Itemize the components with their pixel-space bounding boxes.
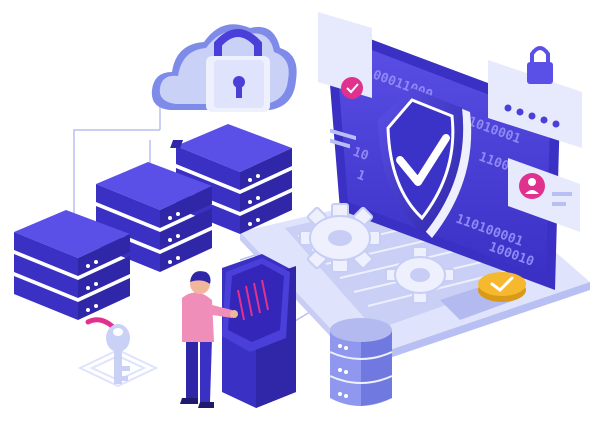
server-stack-middle [96,162,212,272]
user-card-icon [508,158,580,232]
key-icon [77,317,159,388]
gear-icon-small [385,246,455,304]
kiosk-terminal [222,254,296,408]
shield-check-icon [378,88,472,238]
database-icon [329,318,393,406]
cloud-lock-icon [151,24,297,112]
check-coin-icon [478,272,526,302]
gear-icon [299,203,381,273]
person [180,271,238,408]
document-card-icon [318,12,372,149]
binary-line-4: 10 [351,145,371,165]
server-stack-left [14,210,130,320]
password-card-icon [488,46,582,148]
